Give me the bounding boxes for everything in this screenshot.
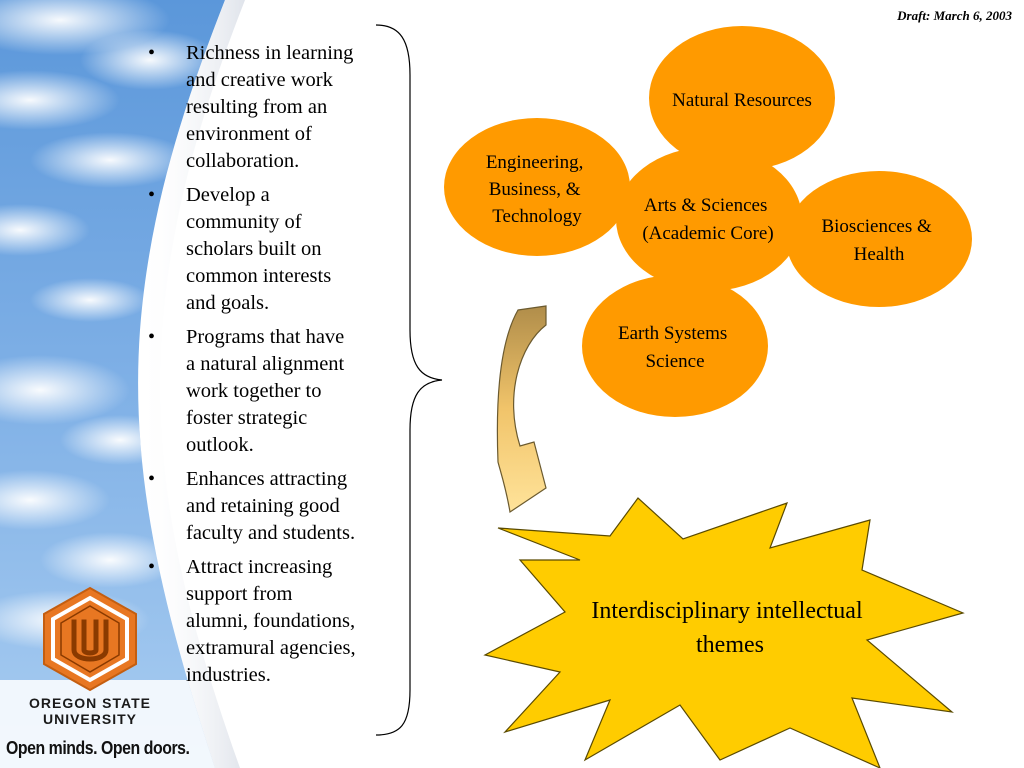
- bullet-line: faculty and students.: [186, 522, 356, 544]
- node-earth-systems: [582, 275, 768, 417]
- bullet-line: collaboration.: [186, 150, 300, 172]
- node-natural-resources-label: Natural Resources: [672, 90, 812, 111]
- bullet-line: and retaining good: [186, 495, 340, 517]
- bullet-dot: •: [148, 184, 156, 206]
- university-tagline: Open minds. Open doors.: [6, 738, 190, 758]
- starburst: [483, 497, 965, 768]
- bullet-line: and goals.: [186, 292, 270, 314]
- node-engineering: [444, 118, 630, 256]
- curved-arrow: [496, 305, 547, 514]
- bullet-item: • Develop a community of scholars built on c…: [148, 182, 410, 317]
- bullet-line: extramural agencies,: [186, 637, 356, 659]
- osu-monogram: [71, 619, 109, 662]
- bullet-line: industries.: [186, 664, 271, 686]
- starburst-label: Interdisciplinary intellectual themes: [591, 598, 868, 658]
- bullet-line: foster strategic: [186, 407, 308, 429]
- bullet-item: • Richness in learning and creative work re…: [148, 40, 410, 175]
- university-name-line2: UNIVERSITY: [42, 711, 137, 727]
- bullet-item: • Programs that have a natural alignment wo…: [148, 324, 410, 459]
- node-biosciences-label: Biosciences & Health: [821, 216, 936, 265]
- bullet-line: Attract increasing: [186, 556, 333, 578]
- bullet-line: work together to: [186, 380, 322, 402]
- bullet-item: • Enhances attracting and retaining good fa…: [148, 466, 410, 547]
- draft-date: Draft: March 6, 2003: [897, 8, 1012, 23]
- node-label-line: Natural Resources: [672, 90, 812, 111]
- bullet-line: Programs that have: [186, 326, 345, 348]
- osu-logo: [43, 586, 137, 692]
- bullet-line: Develop a: [186, 184, 270, 206]
- bullet-list: • Richness in learning and creative work re…: [148, 40, 410, 696]
- node-arts-sciences: [616, 147, 802, 291]
- node-label-line: Technology: [492, 206, 582, 227]
- node-label-line: Earth Systems: [618, 323, 727, 344]
- bullet-dot: •: [148, 468, 156, 490]
- bullet-line: Enhances attracting: [186, 468, 348, 490]
- node-arts-sciences-label: Arts & Sciences (Academic Core): [642, 195, 773, 244]
- bullet-line: support from: [186, 583, 293, 605]
- node-label-line: Health: [854, 244, 905, 265]
- bullet-line: common interests: [186, 265, 332, 287]
- node-label-line: Engineering,: [486, 152, 584, 173]
- curly-brace: [375, 24, 443, 736]
- bullet-dot: •: [148, 326, 156, 348]
- bullet-line: scholars built on: [186, 238, 322, 260]
- bullet-line: and creative work: [186, 69, 333, 91]
- bullet-line: community of: [186, 211, 302, 233]
- node-label-line: Business, &: [489, 179, 581, 200]
- bullet-line: outlook.: [186, 434, 254, 456]
- bullet-item: • Attract increasing support from alumni, f…: [148, 554, 410, 689]
- osu-hexagon-inner: [51, 595, 129, 683]
- university-name-line1: OREGON STATE: [29, 695, 151, 711]
- node-label-line: Science: [645, 351, 704, 372]
- starburst-label-line: Interdisciplinary intellectual: [591, 598, 863, 624]
- bullet-line: a natural alignment: [186, 353, 345, 375]
- node-label-line: Biosciences &: [821, 216, 932, 237]
- node-biosciences: [786, 171, 972, 307]
- sky-curve-edge: [138, 0, 245, 768]
- bullet-dot: •: [148, 556, 156, 578]
- bullet-line: environment of: [186, 123, 312, 145]
- starburst-label-line: themes: [696, 632, 764, 658]
- bullet-line: resulting from an: [186, 96, 328, 118]
- bullet-line: alumni, foundations,: [186, 610, 356, 632]
- node-engineering-label: Engineering, Business, & Technology: [486, 152, 588, 227]
- bullet-dot: •: [148, 42, 156, 64]
- bullet-line: Richness in learning: [186, 42, 354, 64]
- node-earth-systems-label: Earth Systems Science: [618, 323, 732, 372]
- node-natural-resources: [649, 26, 835, 170]
- university-name: OREGON STATE UNIVERSITY: [0, 695, 180, 727]
- node-label-line: Arts & Sciences: [644, 195, 767, 216]
- node-label-line: (Academic Core): [642, 223, 773, 244]
